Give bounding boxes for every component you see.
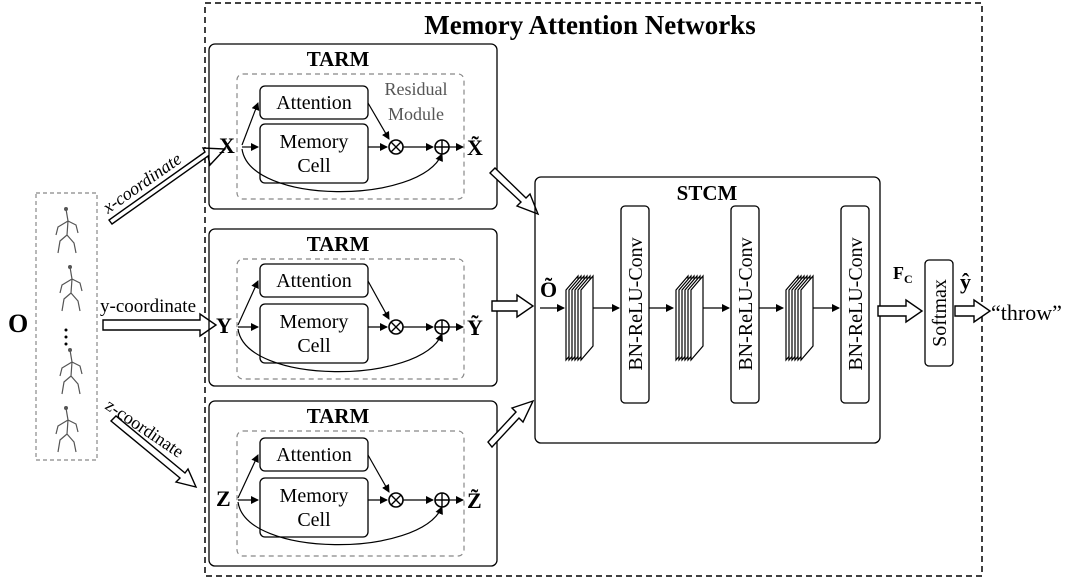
residual-module-frame — [236, 430, 465, 557]
y-coordinate-arrow: y-coordinate — [100, 296, 218, 338]
conv-label: BN-ReLU-Conv — [625, 237, 647, 370]
tarm-title: TARM — [307, 47, 370, 71]
tarm-module-x: TARM Residual Module Attention Memory Ce… — [208, 43, 498, 210]
conv-block-1 — [620, 205, 650, 404]
softmax-label: Softmax — [929, 279, 951, 347]
memory-label: Memory — [280, 311, 349, 333]
tarm-input: Y — [216, 313, 232, 338]
attention-box — [259, 437, 369, 472]
conv-block-2 — [730, 205, 760, 404]
softmax-block — [924, 259, 954, 367]
memory-label: Memory — [280, 485, 349, 507]
stcm-to-softmax-arrow — [877, 298, 924, 324]
memory-cell-box — [259, 303, 369, 364]
prediction-result: “throw” — [991, 300, 1062, 325]
attention-label: Attention — [276, 444, 352, 466]
memory-cell-box — [259, 477, 369, 538]
residual-module-frame — [236, 73, 465, 200]
tarm-input: Z — [216, 486, 231, 511]
tarm-input: X — [219, 133, 235, 158]
conv-label: BN-ReLU-Conv — [735, 237, 757, 370]
tarm-output: Ỹ — [467, 315, 483, 340]
attention-label: Attention — [276, 270, 352, 292]
attention-label: Attention — [276, 92, 352, 114]
y-coordinate-label: y-coordinate — [100, 296, 196, 317]
memory-attention-networks-frame — [204, 2, 983, 577]
stcm-title: STCM — [677, 181, 738, 205]
prediction-symbol: ŷ — [960, 269, 971, 294]
cell-label: Cell — [297, 335, 331, 357]
feature-map-stack — [675, 274, 704, 362]
memory-cell-box — [259, 123, 369, 184]
stcm-input: Õ — [540, 277, 557, 302]
feature-fc-label: FC — [893, 263, 913, 286]
skeleton-sequence — [35, 192, 98, 461]
feature-map-stack — [785, 274, 814, 362]
residual-label-2: Module — [388, 104, 444, 124]
residual-label: Residual — [385, 79, 448, 99]
conv-block-3 — [840, 205, 870, 404]
tarm-title: TARM — [307, 232, 370, 256]
attention-box — [259, 263, 369, 298]
network-title: Memory Attention Networks — [424, 10, 755, 40]
input-symbol: O — [8, 309, 28, 338]
stcm-module: STCM Õ BN-ReLU-Conv BN-ReLU-Conv — [534, 176, 881, 444]
conv-label: BN-ReLU-Conv — [845, 237, 867, 370]
tarm-output: Z̃ — [467, 488, 482, 513]
softmax-to-output-arrow — [954, 298, 992, 324]
tarm-module-z: TARM Attention Memory Cell Z Z̃ — [208, 400, 498, 567]
tarm-module-y: TARM Attention Memory Cell Y Ỹ — [208, 228, 498, 387]
z-coordinate-label: z-coordinate — [102, 395, 188, 462]
feature-map-stack — [565, 274, 594, 362]
cell-label: Cell — [297, 509, 331, 531]
memory-label: Memory — [280, 131, 349, 153]
z-coordinate-arrow: z-coordinate — [102, 395, 198, 489]
tarm-to-stcm-arrows — [487, 167, 540, 449]
x-coordinate-arrow: x-coordinate — [98, 147, 227, 225]
attention-box — [259, 85, 369, 120]
x-coordinate-label: x-coordinate — [98, 149, 185, 218]
cell-label: Cell — [297, 155, 331, 177]
tarm-title: TARM — [307, 404, 370, 428]
tarm-output: X̃ — [467, 135, 483, 160]
